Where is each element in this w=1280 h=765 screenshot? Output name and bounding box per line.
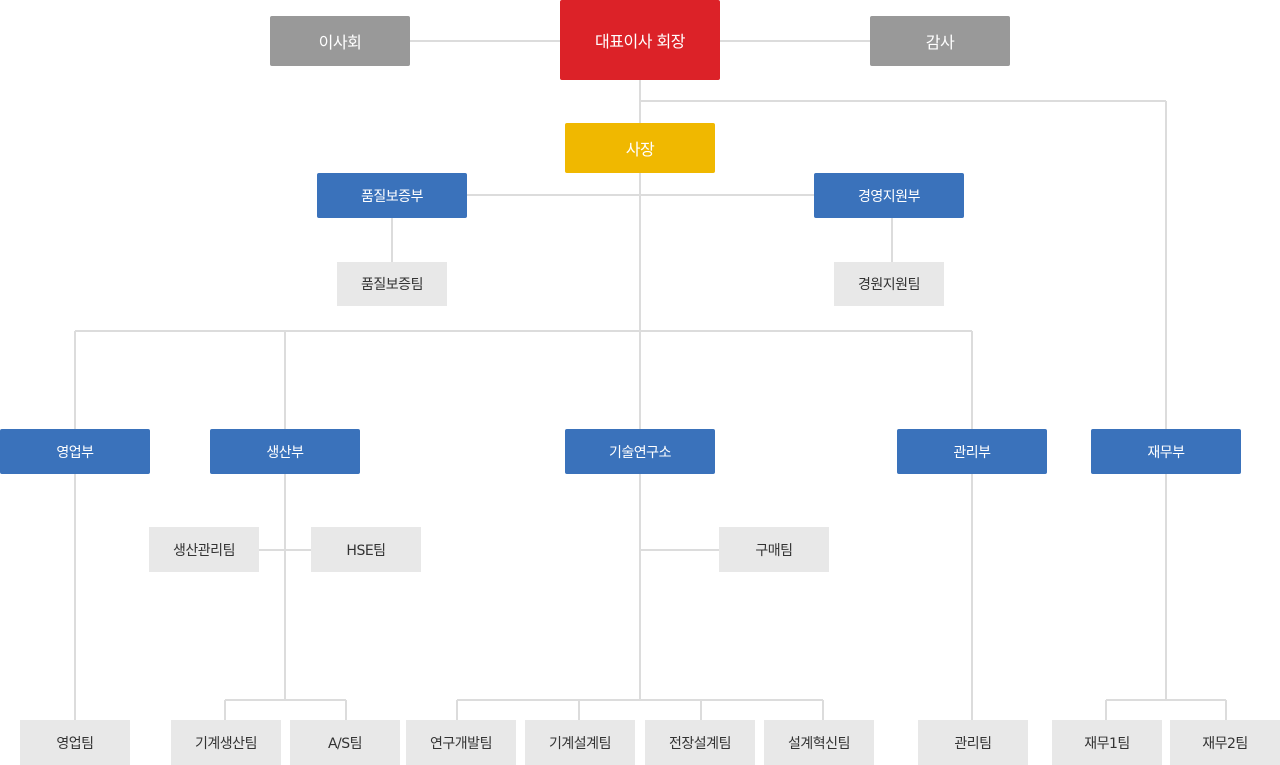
as-team-box: A/S팀: [290, 720, 400, 765]
production-dept-box: 생산부: [210, 429, 360, 474]
mgmt-support-team-box: 경원지원팀: [834, 262, 944, 306]
president-box: 사장: [565, 123, 715, 173]
finance-team-2-box: 재무2팀: [1170, 720, 1280, 765]
tech-institute-box: 기술연구소: [565, 429, 715, 474]
machine-production-team-box: 기계생산팀: [171, 720, 281, 765]
purchasing-team-box: 구매팀: [719, 527, 829, 572]
design-innovation-team-box: 설계혁신팀: [764, 720, 874, 765]
quality-team-box: 품질보증팀: [337, 262, 447, 306]
quality-dept-box: 품질보증부: [317, 173, 467, 218]
sales-team-box: 영업팀: [20, 720, 130, 765]
finance-dept-box: 재무부: [1091, 429, 1241, 474]
mech-design-team-box: 기계설계팀: [525, 720, 635, 765]
admin-dept-box: 관리부: [897, 429, 1047, 474]
production-mgmt-team-box: 생산관리팀: [149, 527, 259, 572]
rnd-team-box: 연구개발팀: [406, 720, 516, 765]
hse-team-box: HSE팀: [311, 527, 421, 572]
finance-team-1-box: 재무1팀: [1052, 720, 1162, 765]
ceo-box: 대표이사 회장: [560, 0, 720, 80]
sales-dept-box: 영업부: [0, 429, 150, 474]
auditor-box: 감사: [870, 16, 1010, 66]
board-box: 이사회: [270, 16, 410, 66]
admin-team-box: 관리팀: [918, 720, 1028, 765]
electrical-design-team-box: 전장설계팀: [645, 720, 755, 765]
mgmt-support-dept-box: 경영지원부: [814, 173, 964, 218]
